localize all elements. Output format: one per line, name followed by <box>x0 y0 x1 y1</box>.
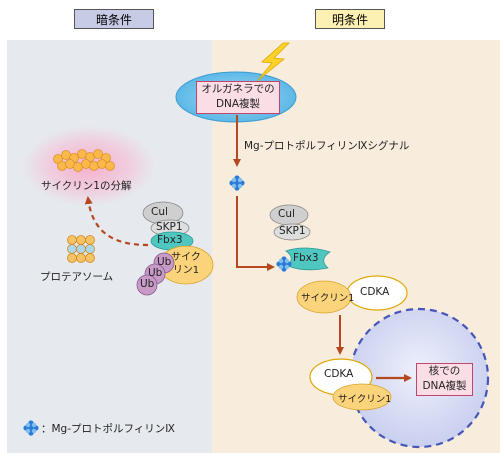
proteasome-icon <box>67 235 95 263</box>
fbx3-label-light: Fbx3 <box>293 252 319 264</box>
organelle-dna-replication-box: オルガネラでの DNA複製 <box>196 81 280 114</box>
ub-label-1: Ub <box>157 256 172 268</box>
cdka-label-upper: CDKA <box>360 286 390 298</box>
mg-protoporphyrin-icon-signal <box>229 175 245 191</box>
ubiquitin-3 <box>136 274 158 296</box>
nuclear-dna-line1: 核での <box>428 365 461 377</box>
signal-to-fbx3-arrow <box>236 196 275 271</box>
cyclin1-label-nucleus: サイクリン1 <box>338 394 392 405</box>
mg-signal-label: Mg-プロトポルフィリンⅨシグナル <box>244 140 410 152</box>
fbx3-label-dark: Fbx3 <box>157 234 183 246</box>
fbx3-subunit-light <box>285 247 331 271</box>
cyclin1-nucleus <box>332 383 392 411</box>
cyclin1-label-upper: サイクリン1 <box>301 293 355 304</box>
lightning-icon <box>256 42 290 82</box>
proteasome-label: プロテアソーム <box>40 271 114 283</box>
ub-label-2: Ub <box>148 267 163 279</box>
legend-mg-protoporphyrin-icon <box>23 420 39 436</box>
degradation-arrow <box>84 196 149 247</box>
organelle-dna-line2: DNA複製 <box>215 98 261 110</box>
cyclin1-upper <box>296 280 352 314</box>
cul-label-dark: Cul <box>151 206 168 218</box>
skp1-label-dark: SKP1 <box>156 221 183 233</box>
dark-condition-header: 暗条件 <box>74 9 154 29</box>
skp1-subunit-light <box>273 223 311 241</box>
cul-label-light: Cul <box>278 208 295 220</box>
legend-label: ：Mg-プロトポルフィリンⅨ <box>41 423 175 435</box>
nuclear-dna-replication-box: 核での DNA複製 <box>416 363 473 396</box>
cyclin1-label-dark: サイク リン1 <box>167 251 205 277</box>
organelle-dna-line1: オルガネラでの <box>201 83 275 95</box>
skp1-label-light: SKP1 <box>279 225 306 237</box>
cyclin1-dark-line2: リン1 <box>172 265 200 276</box>
cyclin1-dark-line1: サイク <box>171 252 201 263</box>
cyclin-degradation-label: サイクリン1の分解 <box>41 180 132 192</box>
ub-label-3: Ub <box>140 278 155 290</box>
light-condition-header: 明条件 <box>315 9 385 29</box>
cdka-label-nucleus: CDKA <box>324 368 354 380</box>
nuclear-dna-line2: DNA複製 <box>422 380 467 392</box>
mg-protoporphyrin-icon-bound <box>276 256 292 272</box>
degraded-cyclin-fragments <box>53 149 115 172</box>
